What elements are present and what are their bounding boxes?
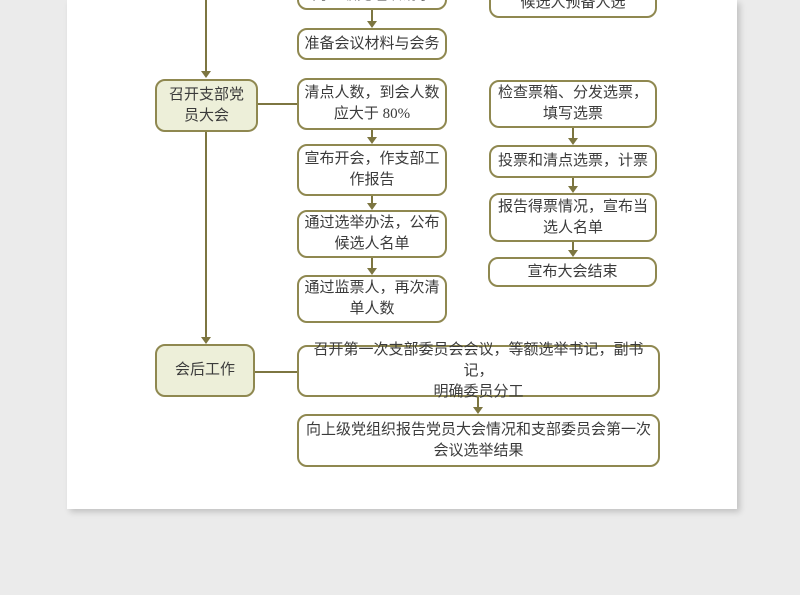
step-report-to-higher-org: 向上级党组织报告党员大会情况和支部委员会第一次 会议选举结果: [297, 414, 660, 467]
connector-method-to-scrutineers: [371, 258, 373, 269]
arrowhead-into-method: [367, 203, 377, 210]
arrowhead-into-report: [568, 186, 578, 193]
connector-count-to-open: [371, 130, 373, 138]
connector-request-to-materials: [371, 10, 373, 23]
arrowhead-into-afterwork: [201, 337, 211, 344]
step-open-report: 宣布开会，作支部工 作报告: [297, 144, 447, 196]
connector-convene-to-count: [258, 103, 297, 105]
connector-open-to-method: [371, 196, 373, 204]
connector-top-vertical: [205, 0, 207, 71]
step-election-method: 通过选举办法，公布 候选人名单: [297, 210, 447, 258]
connector-convene-to-afterwork: [205, 132, 207, 337]
step-candidates-cutoff: 候选人预备人选: [489, 0, 657, 18]
stage-convene-meeting: 召开支部党 员大会: [155, 79, 258, 132]
arrowhead-into-materials: [367, 21, 377, 28]
arrowhead-into-scrutineers: [367, 268, 377, 275]
step-vote-count: 投票和清点选票，计票: [489, 145, 657, 178]
arrowhead-into-vote: [568, 138, 578, 145]
arrowhead-into-convene: [201, 71, 211, 78]
step-report-results: 报告得票情况，宣布当 选人名单: [489, 193, 657, 242]
step-request-higher-org-cutoff: 向上级党组织请示: [297, 0, 447, 10]
flowchart-canvas: 召开支部党 员大会 会后工作 向上级党组织请示 准备会议材料与会务 清点人数，到…: [67, 0, 737, 509]
connector-vote-to-report: [572, 178, 574, 187]
step-first-committee-meeting: 召开第一次支部委员会会议，等额选举书记，副书记， 明确委员分工: [297, 342, 660, 400]
connector-committee-to-reportup: [477, 397, 479, 408]
step-count-attendees: 清点人数，到会人数 应大于 80%: [297, 78, 447, 130]
arrowhead-into-reportup: [473, 407, 483, 414]
step-check-ballot-box: 检查票箱、分发选票， 填写选票: [489, 80, 657, 128]
stage-after-work: 会后工作: [155, 344, 255, 397]
step-prepare-materials: 准备会议材料与会务: [297, 28, 447, 60]
arrowhead-into-end: [568, 250, 578, 257]
connector-afterwork-to-committee: [255, 371, 297, 373]
arrowhead-into-open: [367, 137, 377, 144]
step-announce-end: 宣布大会结束: [488, 257, 657, 287]
step-scrutineers: 通过监票人，再次清 单人数: [297, 275, 447, 323]
connector-check-to-vote: [572, 128, 574, 139]
connector-report-to-end: [572, 242, 574, 251]
